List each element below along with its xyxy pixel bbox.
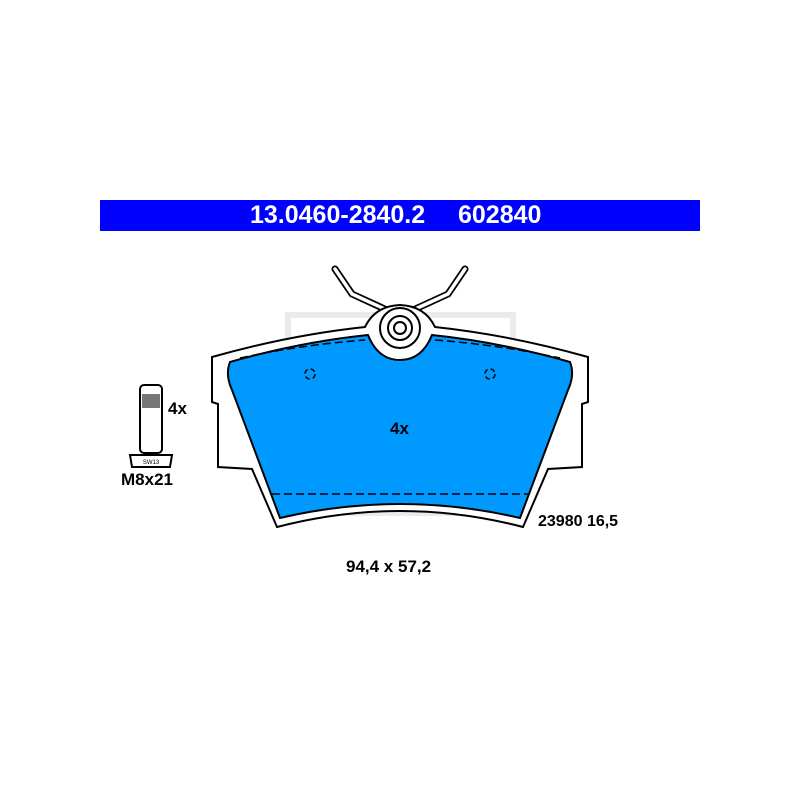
pad-dimensions: 94,4 x 57,2 [346,557,432,576]
bolt-size: M8x21 [121,470,173,489]
part-number-banner: 13.0460-2840.2 602840 [100,200,700,231]
bolt-icon: SW13 [128,384,174,468]
wrench-size-label: SW13 [143,460,160,466]
bolt-boss [379,307,421,349]
locating-mark [304,368,496,380]
bolt-quantity: 4x [168,399,187,418]
pad-quantity: 4x [390,419,409,438]
pad-reference: 23980 16,5 [538,513,619,530]
part-number: 13.0460-2840.2 [250,201,426,229]
short-number: 602840 [458,201,542,229]
wear-line [239,339,561,495]
